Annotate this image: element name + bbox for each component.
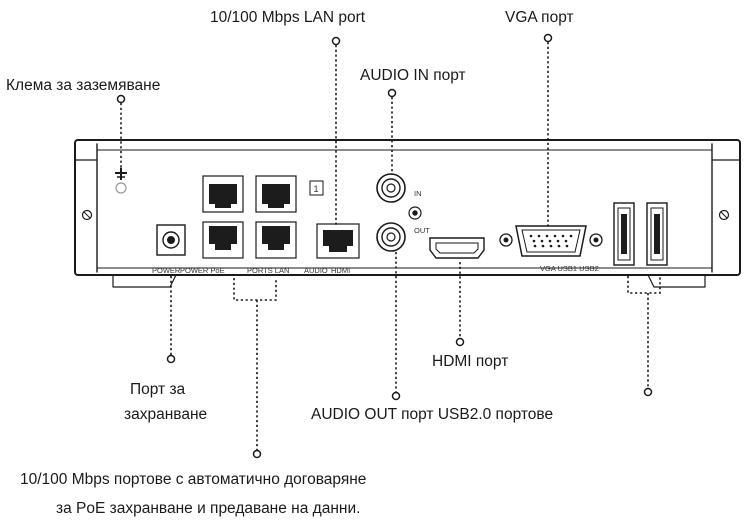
port-number-box: 1 <box>309 180 324 196</box>
power-port-label-line2: захранване <box>124 406 208 423</box>
ground-terminal-label: Клема за заземяване <box>6 77 161 94</box>
power-port-label-line1: Порт за <box>130 381 186 398</box>
power-poe-panel-text: POWER PoE <box>180 266 225 275</box>
audio-in-panel-text: IN <box>414 189 422 198</box>
port-number-text: 1 <box>314 184 319 194</box>
leader-lines <box>120 42 661 450</box>
poe-bracket <box>233 278 277 301</box>
audio-in-port <box>376 173 406 203</box>
lan-port-label: 10/100 Mbps LAN port <box>210 9 366 26</box>
poe-port-3 <box>202 221 244 259</box>
usb-bracket <box>627 276 661 294</box>
poe-ports-label-line1: 10/100 Mbps портове с автоматично догова… <box>20 471 367 488</box>
leader-end-markers <box>116 33 653 459</box>
audio-out-usb-label: AUDIO OUT порт USB2.0 портове <box>311 406 554 423</box>
device-body <box>74 139 741 288</box>
power-port <box>156 224 186 256</box>
hdmi-port-label: HDMI порт <box>432 353 509 370</box>
poe-port-1 <box>202 175 244 213</box>
vga-usb-panel-text: VGA USB1 USB2 <box>540 264 599 273</box>
vga-port <box>499 225 603 257</box>
poe-ports <box>202 175 297 259</box>
vga-port-label: VGA порт <box>505 9 574 26</box>
hdmi-port <box>429 237 485 259</box>
usb-port-2 <box>646 202 668 266</box>
audio-out-panel-text: OUT <box>414 226 430 235</box>
lan-port <box>316 223 360 259</box>
audio-center-screw <box>408 206 422 220</box>
poe-ports-label-line2: за PoE захранване и предаване на данни. <box>56 500 361 517</box>
power-panel-text: POWER <box>152 266 181 275</box>
audio-in-label: AUDIO IN порт <box>360 67 466 84</box>
ports-lan-panel-text: PORTS LAN <box>247 266 289 275</box>
poe-port-4 <box>255 221 297 259</box>
audio-out-port <box>376 222 406 252</box>
usb-port-1 <box>613 202 635 266</box>
ground-terminal <box>115 168 127 194</box>
audio-panel-text: AUDIO <box>304 266 328 275</box>
hdmi-panel-text: HDMI <box>331 266 350 275</box>
poe-port-2 <box>255 175 297 213</box>
